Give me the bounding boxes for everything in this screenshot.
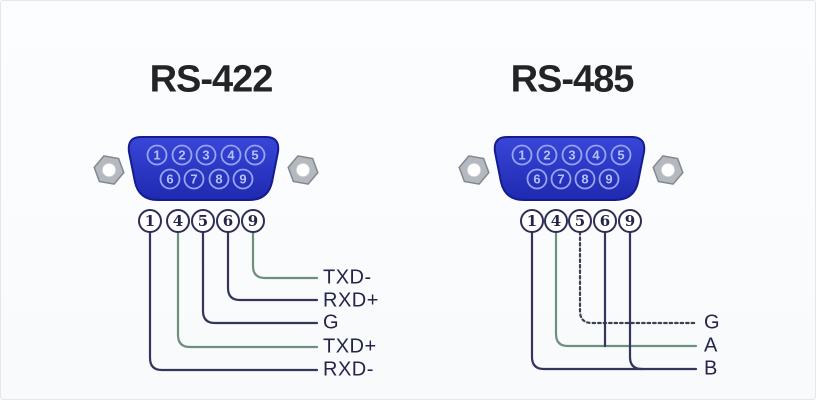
rs485-breakout-pin-5: 5 [574,212,586,230]
rs422-conn-pin-9: 9 [239,171,247,187]
rs422-label-rxd-plus: RXD+ [323,289,379,312]
hex-nut-holes [101,162,676,178]
rs485-conn-pin-8: 8 [581,171,589,187]
rs422-conn-pin-8: 8 [215,171,223,187]
rs422-breakout-pin-4: 4 [172,212,184,230]
db9-connector-rs422 [127,136,280,201]
rs485-breakout-pin-4: 4 [550,212,562,230]
rs485-conn-pin-9: 9 [605,171,613,187]
rs422-title: RS-422 [149,58,274,101]
rs485-breakout-pin-9: 9 [624,212,636,230]
rs422-label-rxd-minus: RXD- [323,358,374,381]
rs485-conn-pin-1: 1 [518,147,526,163]
rs485-label-g: G [704,311,721,334]
pin-rings [146,144,266,190]
rs422-breakout-pin-1: 1 [144,212,156,230]
rs422-conn-pin-6: 6 [166,171,174,187]
wire-g-dashed-pin5 [578,230,698,325]
rs485-label-b: B [704,357,718,380]
rs422-conn-pin-5: 5 [251,147,259,163]
rs485-conn-pin-3: 3 [568,147,576,163]
breakout-pin-circles [138,209,642,233]
rs485-conn-pin-6: 6 [533,171,541,187]
wire-txd-plus [176,230,319,349]
wire-rxd-plus [226,230,319,302]
rs422-conn-pin-1: 1 [153,147,161,163]
wire-b-pin1 [530,230,698,371]
rs422-breakout-pin-6: 6 [222,212,234,230]
rs422-label-txd-minus: TXD- [323,266,372,289]
rs422-breakout-pin-5: 5 [197,212,209,230]
rs422-conn-pin-3: 3 [202,147,210,163]
wire-a-pin4 [554,230,698,348]
rs422-conn-pin-7: 7 [190,171,198,187]
rs485-breakout-pin-6: 6 [599,212,611,230]
wire-b-pin9 [628,230,644,371]
rs422-label-txd-plus: TXD+ [323,335,377,358]
rs485-breakout-pin-1: 1 [526,212,538,230]
wire-txd-minus [251,230,319,280]
rs422-wires [148,230,319,372]
db9-connector-rs485 [493,136,646,201]
rs422-label-g: G [323,311,340,334]
rs485-conn-pin-5: 5 [617,147,625,163]
rs485-conn-pin-7: 7 [557,171,565,187]
rs485-wires [530,230,698,371]
wire-rxd-minus [148,230,319,372]
rs422-breakout-pin-9: 9 [247,212,259,230]
pin-rings [511,144,632,190]
rs485-conn-pin-4: 4 [592,147,600,163]
rs422-conn-pin-2: 2 [178,147,186,163]
rs485-title: RS-485 [510,58,635,101]
rs422-conn-pin-4: 4 [227,147,235,163]
rs485-label-a: A [704,334,718,357]
rs485-conn-pin-2: 2 [543,147,551,163]
wire-g [201,230,319,325]
